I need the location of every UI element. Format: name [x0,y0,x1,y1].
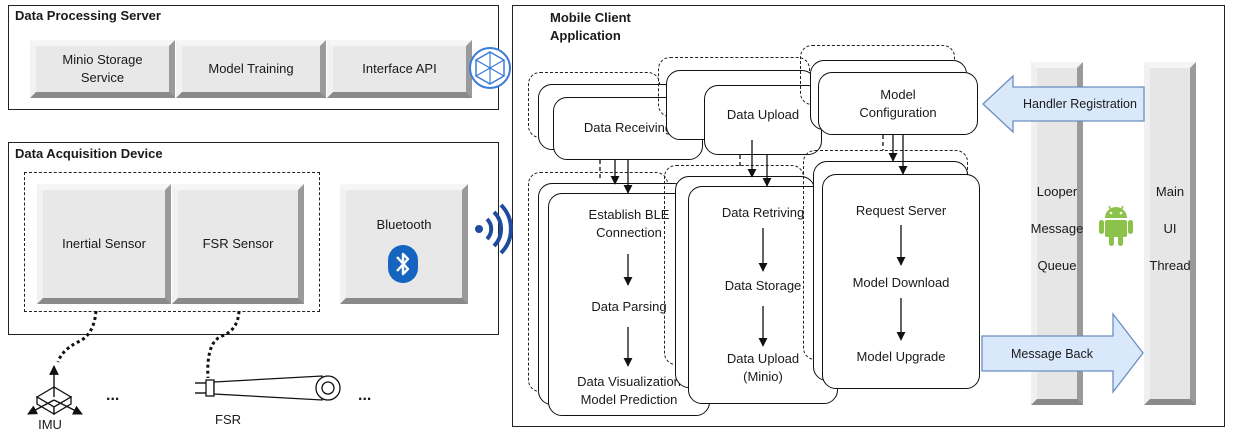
fsr-ellipsis: ... [358,387,372,404]
bluetooth-label: Bluetooth [376,217,432,232]
fsr-strip-icon [195,375,341,401]
server-module-minio[interactable]: Minio Storage Service [30,40,175,98]
imu-ellipsis: ... [106,387,120,404]
col1-step-3: Data Visualization Model Prediction [577,374,681,407]
col1-step-2: Data Parsing [591,299,667,314]
data-upload-label: Data Upload [726,107,800,122]
sensor-fsr[interactable]: FSR Sensor [172,184,304,304]
bluetooth-module[interactable]: Bluetooth [340,184,468,304]
android-icon [1098,203,1134,247]
looper-line-3: Queue [1037,258,1077,273]
col3-step-3: Model Upgrade [856,349,946,364]
col1-step-1: Establish BLE Connection [588,207,670,240]
col2-step-1: Data Retriving [721,205,805,220]
sensor-label: Inertial Sensor [62,236,146,251]
server-module-api[interactable]: Interface API [327,40,472,98]
col2-step-2: Data Storage [724,278,802,293]
main-line-1: Main [1155,184,1185,199]
imu-label: IMU [38,417,62,432]
mobile-title: Mobile Client Application [550,10,631,43]
imu-cube-icon [27,365,83,416]
model-config-card[interactable] [818,72,978,135]
wireless-signal-icon [475,203,513,255]
handler-registration-label: Handler Registration [1023,97,1137,111]
sensor-group [24,172,320,312]
col3-step-1: Request Server [855,203,947,218]
server-module-training[interactable]: Model Training [176,40,326,98]
server-module-label: Minio Storage Service [62,52,143,85]
looper-line-1: Looper [1036,184,1078,199]
main-ui-thread-column [1144,62,1196,405]
data-receiving-label: Data Receiving [583,120,673,135]
server-module-label: Model Training [208,61,294,76]
col3-step-2: Model Download [852,275,950,290]
col2-step-3: Data Upload (Minio) [726,351,800,384]
network-hub-icon [469,47,511,89]
looper-line-2: Message [1030,221,1084,236]
handler-registration-arrow[interactable] [982,74,1145,134]
main-line-2: UI [1163,221,1177,236]
model-config-label: Model Configuration [859,87,937,120]
sensor-label: FSR Sensor [202,236,274,251]
fsr-label: FSR [215,412,241,427]
server-title: Data Processing Server [15,8,161,23]
message-back-arrow[interactable] [981,312,1144,394]
device-title: Data Acquisition Device [15,146,163,161]
main-line-3: Thread [1149,258,1191,273]
server-module-label: Interface API [362,61,437,76]
bluetooth-icon [387,244,419,284]
message-back-label: Message Back [1011,347,1093,361]
sensor-inertial[interactable]: Inertial Sensor [37,184,171,304]
